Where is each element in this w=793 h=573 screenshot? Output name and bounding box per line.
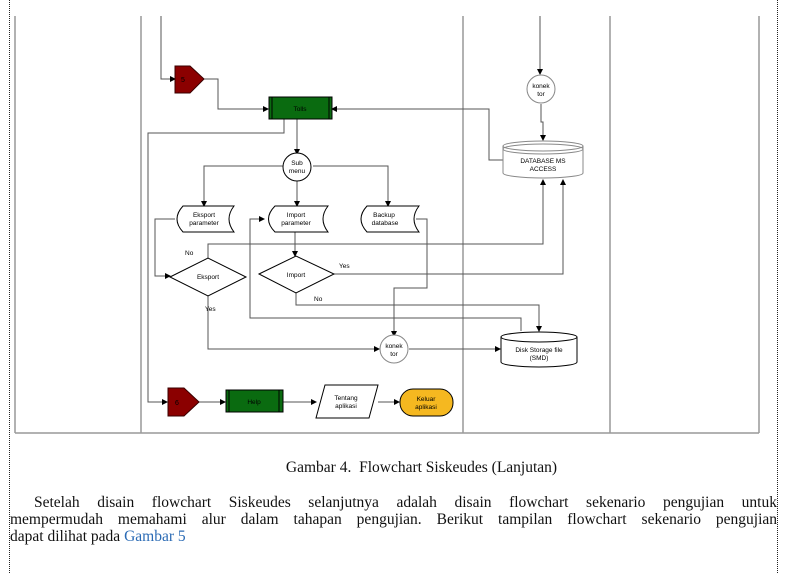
db-label-1: DATABASE MS — [520, 158, 566, 165]
stored-data-eksport-parameter: Eksport parameter — [176, 205, 236, 233]
stored-data-import-parameter: Import parameter — [268, 205, 330, 233]
edge-eksportparam-decision — [154, 218, 175, 279]
terminator-keluar-aplikasi: Keluar aplikasi — [399, 388, 454, 417]
database-ms-access: DATABASE MS ACCESS — [502, 140, 584, 179]
offpage-connector-5: 5 — [174, 65, 205, 94]
paragraph-line-2: mempermudah memahami alur dalam tahapan … — [10, 511, 777, 528]
eksport-param-label-1: Eksport — [193, 212, 215, 219]
import-decision-label: Import — [287, 272, 306, 279]
offpage-6-label: 6 — [175, 400, 179, 407]
body-paragraph: Setelah disain flowchart Siskeudes selan… — [10, 494, 777, 545]
edge-disk-importparam — [249, 216, 522, 331]
eksport-param-label-2: parameter — [189, 220, 219, 227]
disk-label-1: Disk Storage file — [515, 347, 563, 354]
decision-import: Import — [257, 255, 336, 294]
paragraph-line-1: Setelah disain flowchart Siskeudes selan… — [34, 494, 777, 511]
db-label-2: ACCESS — [530, 166, 557, 173]
flowchart-figure: 5 Tolls Sub menu Eksport parameter Impor… — [14, 16, 760, 434]
edge-import-no-disk — [295, 293, 542, 332]
backup-label-2: database — [372, 220, 399, 227]
eksport-decision-label: Eksport — [197, 274, 219, 281]
process-tolls: Tolls — [268, 96, 333, 120]
edge-konektor-db — [540, 104, 546, 141]
connector-lines — [147, 16, 566, 405]
paragraph-line-3-text: dapat dilihat pada — [10, 528, 125, 545]
decision-eksport: Eksport — [168, 257, 248, 297]
edge-backup-konektor — [391, 218, 428, 337]
figure-caption: Gambar 4. Flowchart Siskeudes (Lanjutan) — [0, 459, 793, 477]
caption-title: Flowchart Siskeudes (Lanjutan) — [359, 459, 558, 476]
edge-db-tolls — [331, 106, 503, 161]
konektor-middle: konek tor — [379, 334, 409, 364]
edge-submenu-eksport — [201, 165, 283, 207]
konektor-top-label-2: tor — [537, 91, 545, 98]
edge-eksport-no-db — [207, 179, 546, 259]
edge-label-import-yes: Yes — [339, 263, 350, 270]
edge-import-yes-db — [334, 179, 566, 275]
import-param-label-2: parameter — [281, 220, 311, 227]
help-label: Help — [247, 399, 261, 406]
page-margin-left — [9, 0, 10, 573]
submenu-connector: Sub menu — [282, 152, 312, 182]
edge-label-eksport-yes: Yes — [205, 306, 216, 313]
konektor-top: konek tor — [526, 74, 556, 104]
io-tentang-aplikasi: Tentang aplikasi — [315, 384, 379, 419]
swimlane-frame — [14, 16, 760, 434]
import-param-label-1: Import — [287, 212, 306, 219]
offpage-5-label: 5 — [181, 77, 185, 84]
page-margin-right — [777, 0, 778, 573]
submenu-label-2: menu — [289, 168, 306, 175]
edge-to-offpage-5 — [160, 16, 176, 82]
keluar-label-1: Keluar — [417, 396, 437, 403]
tentang-label-2: aplikasi — [335, 403, 357, 410]
disk-storage-smd: Disk Storage file (SMD) — [500, 331, 578, 368]
konektor-top-label-1: konek — [532, 83, 550, 90]
edge-eksport-yes-konektor — [207, 296, 380, 352]
konektor-mid-label-1: konek — [385, 343, 403, 350]
tolls-label: Tolls — [293, 106, 307, 113]
keluar-label-2: aplikasi — [415, 404, 437, 411]
edge-label-eksport-no: No — [185, 250, 194, 257]
edge-label-import-no: No — [314, 296, 323, 303]
caption-label: Gambar 4. — [285, 459, 352, 476]
paragraph-line-3: dapat dilihat pada Gambar 5 — [10, 528, 777, 545]
offpage-connector-6: 6 — [167, 387, 200, 417]
konektor-mid-label-2: tor — [390, 351, 398, 358]
process-help: Help — [225, 389, 284, 413]
edge-submenu-backup — [313, 165, 391, 207]
tentang-label-1: Tentang — [334, 395, 358, 402]
disk-label-2: (SMD) — [530, 355, 549, 362]
figure-5-link[interactable]: Gambar 5 — [124, 528, 186, 545]
backup-label-1: Backup — [373, 212, 395, 219]
edge-offpage5-tolls — [204, 78, 269, 112]
submenu-label-1: Sub — [291, 160, 303, 167]
stored-data-backup-database: Backup database — [360, 205, 421, 233]
edge-tolls-offpage6 — [147, 119, 285, 405]
